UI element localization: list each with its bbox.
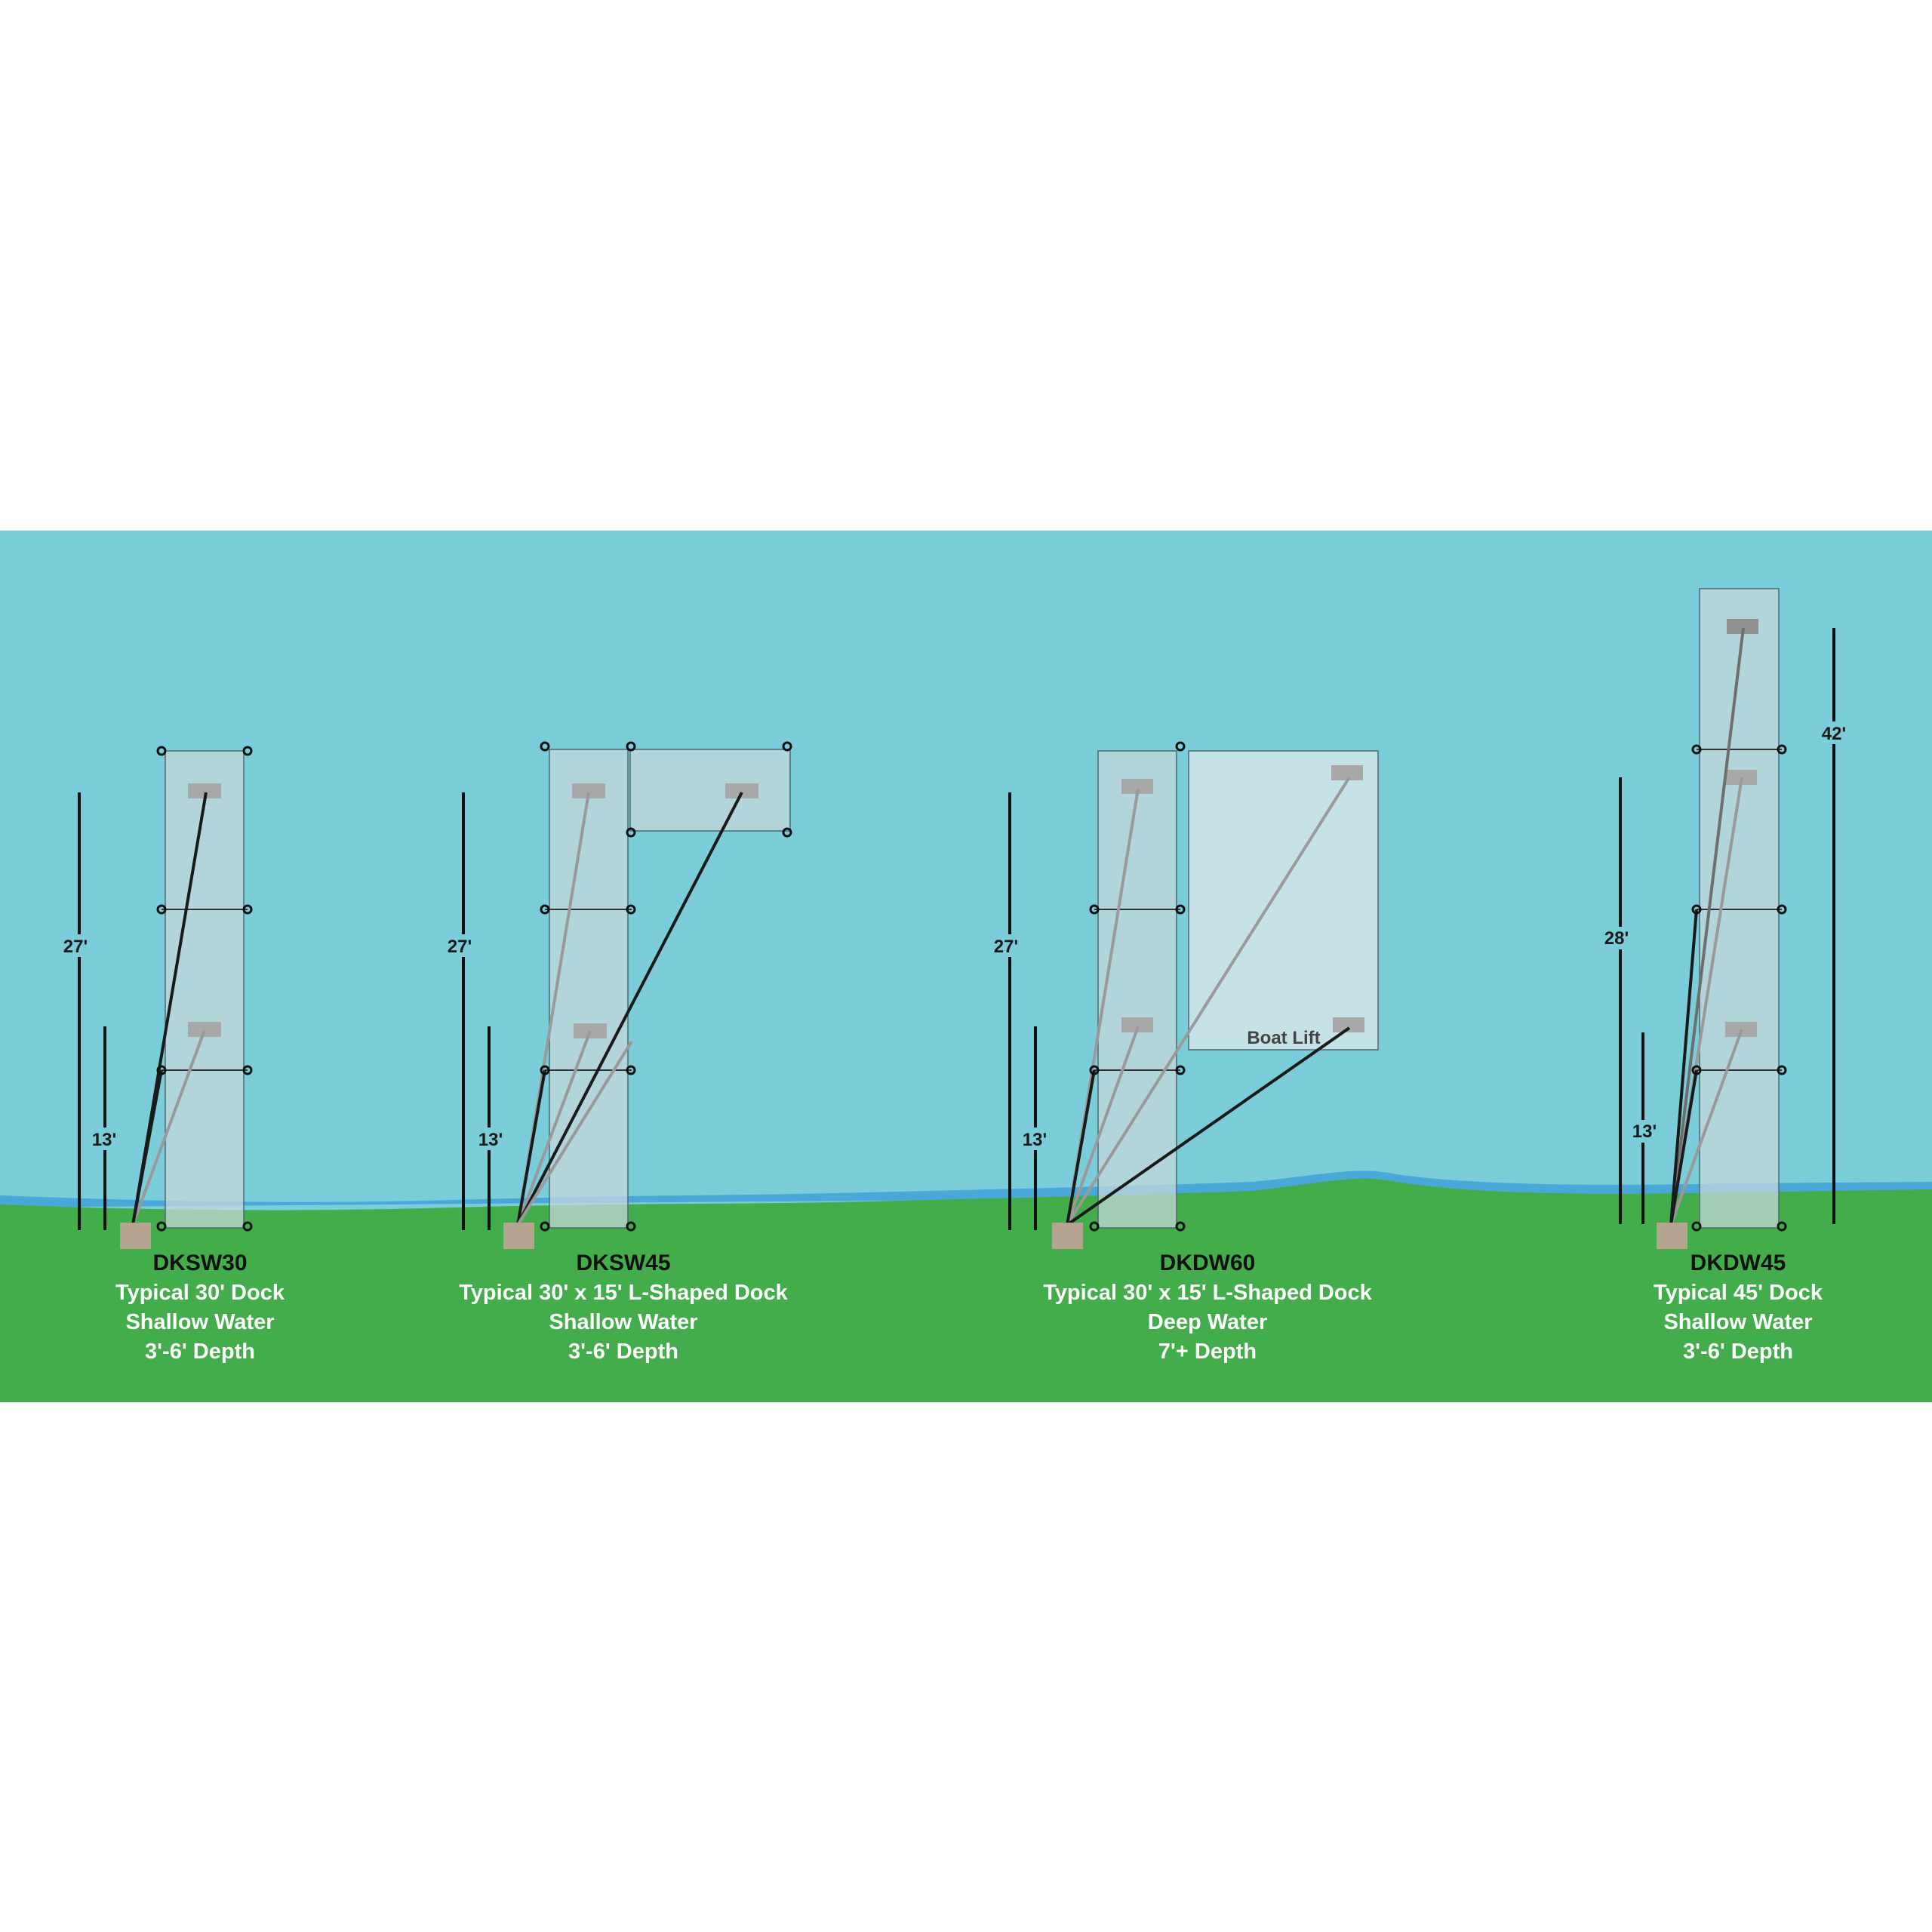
water-depth-type: Deep Water [1148, 1310, 1267, 1334]
dock-walkway [1097, 750, 1177, 1229]
dock-code: DKDW45 [1690, 1251, 1786, 1275]
pile-markers [1691, 744, 1787, 1232]
depth-range: 3'-6' Depth [145, 1340, 255, 1364]
dock-walkway [165, 750, 245, 1229]
pile-markers [540, 741, 792, 1232]
dock-code: DKSW30 [152, 1251, 247, 1275]
dock-dksw45: 27' 13' DKSW45 Typical 30' x 15' L-Shape… [444, 741, 792, 1364]
anchor-block [1657, 1223, 1687, 1249]
mount-plates [1121, 765, 1364, 1032]
cables [131, 792, 208, 1226]
anchor-block [503, 1223, 534, 1249]
dock-dkdw45: 28' 13' 42' DKDW45 Typical 45' Dock Shal… [1598, 588, 1853, 1364]
dock-walkway [549, 749, 629, 1229]
depth-range: 3'-6' Depth [568, 1340, 678, 1364]
shoreline [0, 1171, 1932, 1208]
depth-range: 3'-6' Depth [1683, 1340, 1793, 1364]
dock-description: Typical 30' x 15' L-Shaped Dock [459, 1281, 788, 1305]
dimension-label-long: 27' [63, 937, 88, 957]
dock-l-extension [629, 749, 791, 832]
dock-dkdw60: 27' 13' Boat Lift DKDW60 Typical 30' x 1… [990, 741, 1379, 1364]
dock-dksw30: 27' 13' DKSW30 Typical 30' Dock Shallow … [60, 746, 285, 1364]
dimension-label-extra: 42' [1822, 724, 1846, 744]
mount-plates [188, 783, 221, 1037]
dock-description: Typical 30' x 15' L-Shaped Dock [1043, 1281, 1372, 1305]
dock-description: Typical 45' Dock [1654, 1281, 1823, 1305]
water-depth-type: Shallow Water [1663, 1310, 1812, 1334]
dock-description: Typical 30' Dock [115, 1281, 285, 1305]
dimension-label-long: 27' [994, 937, 1018, 957]
water-depth-type: Shallow Water [549, 1310, 697, 1334]
water-depth-type: Shallow Water [125, 1310, 274, 1334]
dock-code: DKSW45 [576, 1251, 670, 1275]
dock-code: DKDW60 [1160, 1251, 1256, 1275]
cables [1669, 627, 1745, 1226]
pile-markers [156, 746, 253, 1232]
boat-lift-area [1188, 750, 1379, 1051]
dock-walkway [1699, 588, 1780, 1229]
cables [516, 792, 743, 1226]
anchor-block [120, 1223, 151, 1249]
cables [1066, 776, 1351, 1226]
dimension-label-long: 28' [1604, 928, 1629, 949]
dimension-label-short: 13' [92, 1130, 116, 1150]
dimension-label-long: 27' [448, 937, 472, 957]
land-area [0, 1178, 1932, 1402]
dimension-label-short: 13' [1632, 1121, 1657, 1142]
boat-lift-label: Boat Lift [1247, 1028, 1320, 1048]
anchor-block [1052, 1223, 1083, 1249]
dimension-label-short: 13' [1023, 1130, 1047, 1150]
dimension-label-short: 13' [478, 1130, 503, 1150]
depth-range: 7'+ Depth [1158, 1340, 1257, 1364]
pile-markers [1089, 741, 1186, 1232]
